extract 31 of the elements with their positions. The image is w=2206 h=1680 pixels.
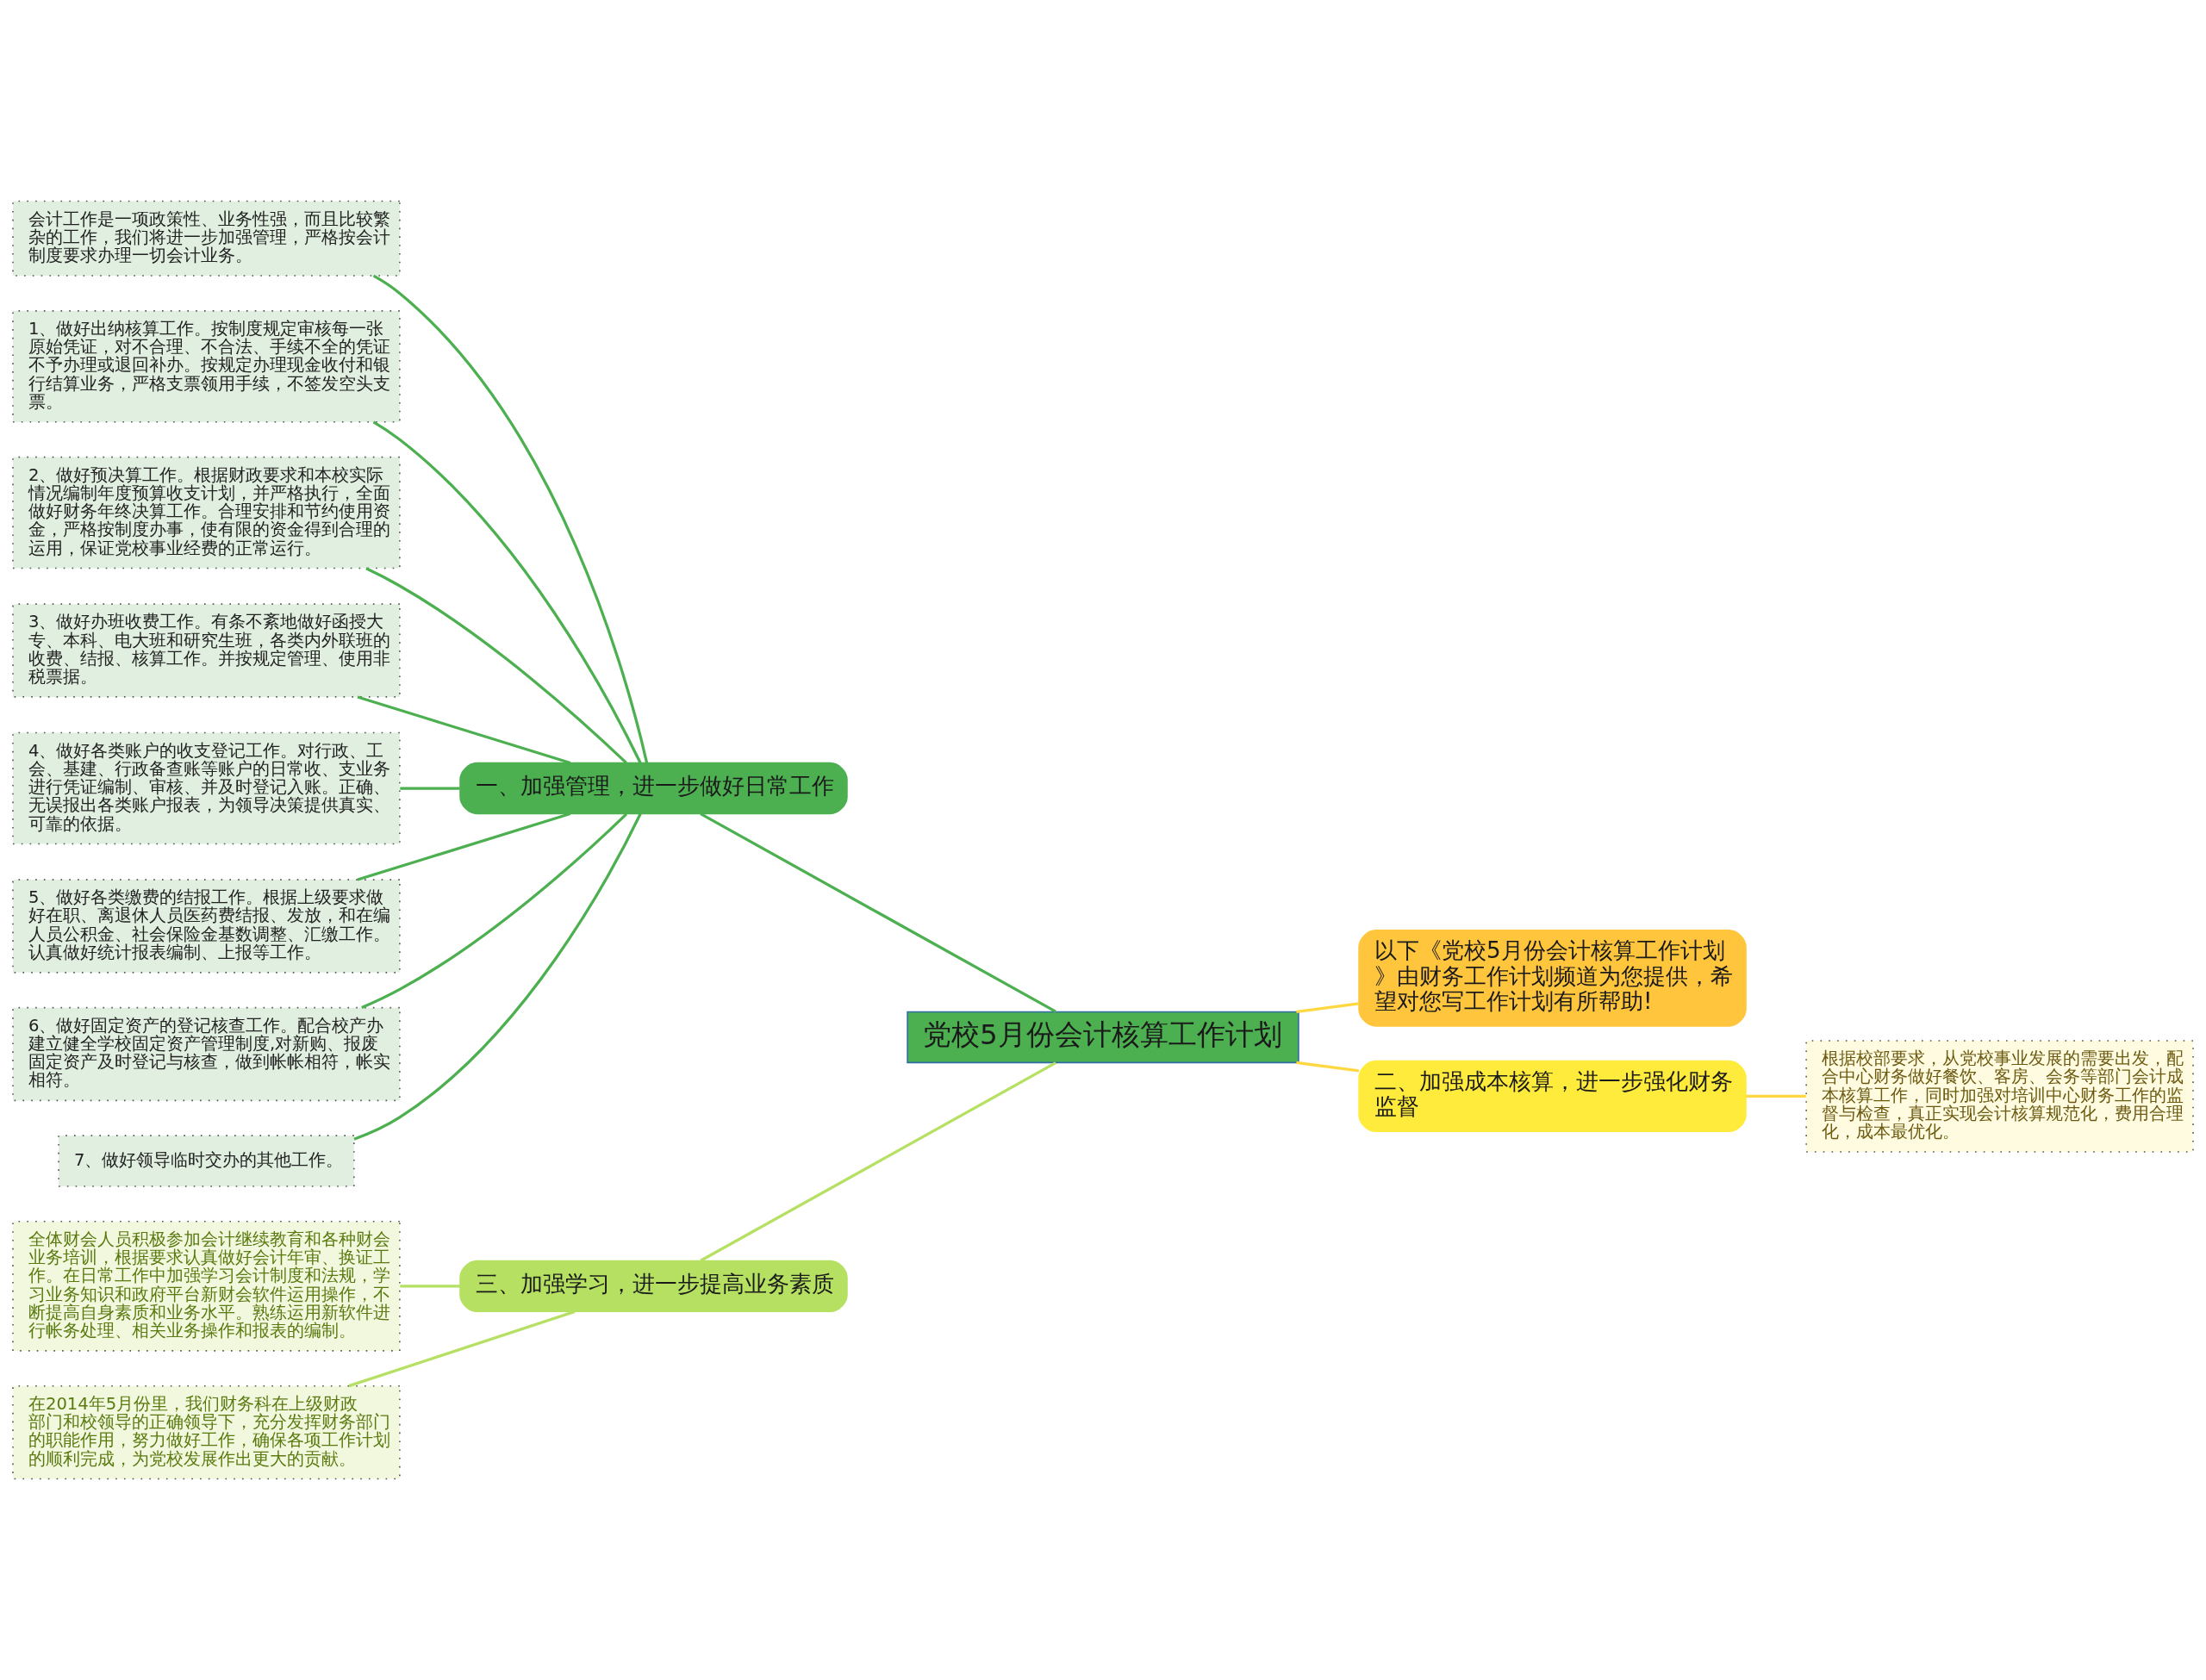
- connector: [361, 812, 628, 1010]
- node-box: 以下《党校5月份会计核算工作计划》由财务工作计划频道为您提供，希望对您写工作计划有所帮助!: [1358, 930, 1747, 1027]
- connector: [400, 1285, 460, 1288]
- connector: [353, 812, 642, 1141]
- node-box: 7、做好领导临时交办的其他工作。: [58, 1135, 355, 1187]
- node-box: 全体财会人员积极参加会计继续教育和各种财会业务培训，根据要求认真做好会计年审、换证工作。在日常工作中加强学习会计制度和法规，学习业务知识和政府平台新财会软件运用操作，不断提高自身素质和业务水平。熟练运用新软件进行帐务处理、相关业务操作和报表的编制。: [12, 1220, 401, 1352]
- node-box: 在2014年5月份里，我们财务科在上级财政部门和校领导的正确领导下，充分发挥财务部门的职能作用，努力做好工作，确保各项工作计划的顺利完成，为党校发展作出更大的贡献。: [12, 1384, 401, 1480]
- node-box: 1、做好出纳核算工作。按制度规定审核每一张原始凭证，对不合理、不合法、手续不全的凭证不予办理或退回补办。按规定办理现金收付和银行结算业务，严格支票领用手续，不签发空头支票。: [12, 310, 401, 423]
- connector: [348, 1310, 576, 1388]
- node-box: 二、加强成本核算，进一步强化财务监督: [1358, 1060, 1747, 1133]
- node-box: 根据校部要求，从党校事业发展的需要出发，配合中心财务做好餐饮、客房、会务等部门会计成本核算工作，同时加强对培训中心财务工作的监督与检查，真正实现会计核算规范化，费用合理化，成本最优化。: [1805, 1040, 2194, 1153]
- connector: [1296, 1002, 1360, 1014]
- connector: [357, 695, 571, 765]
- connector: [1296, 1061, 1360, 1073]
- connector: [700, 812, 1056, 1013]
- node-box: 党校5月份会计核算工作计划: [907, 1011, 1299, 1064]
- connector: [365, 567, 627, 764]
- node-box: 2、做好预决算工作。根据财政要求和本校实际情况编制年度预算收支计划，并严格执行，全面做好财务年终决算工作。合理安排和节约使用资金，严格按制度办事，使有限的资金得到合理的运用，保证党校事业经费的正常运行。: [12, 456, 401, 569]
- connector: [1746, 1094, 1806, 1098]
- connector: [357, 812, 571, 881]
- connector: [372, 274, 649, 763]
- connector: [400, 787, 460, 790]
- node-box: 5、做好各类缴费的结报工作。根据上级要求做好在职、离退休人员医药费结报、发放，和在编人员公积金、社会保险金基数调整、汇缴工作。认真做好统计报表编制、上报等工作。: [12, 879, 401, 974]
- node-box: 一、加强管理，进一步做好日常工作: [459, 762, 848, 815]
- node-box: 会计工作是一项政策性、业务性强，而且比较繁杂的工作，我们将进一步加强管理，严格按会计制度要求办理一切会计业务。: [12, 200, 401, 277]
- node-box: 6、做好固定资产的登记核查工作。配合校产办建立健全学校固定资产管理制度,对新购、报废固定资产及时登记与核查，做到帐帐相符，帐实相符。: [12, 1006, 401, 1102]
- connector: [372, 420, 642, 764]
- node-box: 3、做好办班收费工作。有条不紊地做好函授大专、本科、电大班和研究生班，各类内外联班的收费、结报、核算工作。并按规定管理、使用非税票据。: [12, 603, 401, 698]
- node-box: 三、加强学习，进一步提高业务素质: [459, 1260, 848, 1313]
- connector: [700, 1061, 1056, 1262]
- node-box: 4、做好各类账户的收支登记工作。对行政、工会、基建、行政备查账等账户的日常收、支业务进行凭证编制、审核、并及时登记入账。正确、无误报出各类账户报表，为领导决策提供真实、可靠的依据。: [12, 731, 401, 845]
